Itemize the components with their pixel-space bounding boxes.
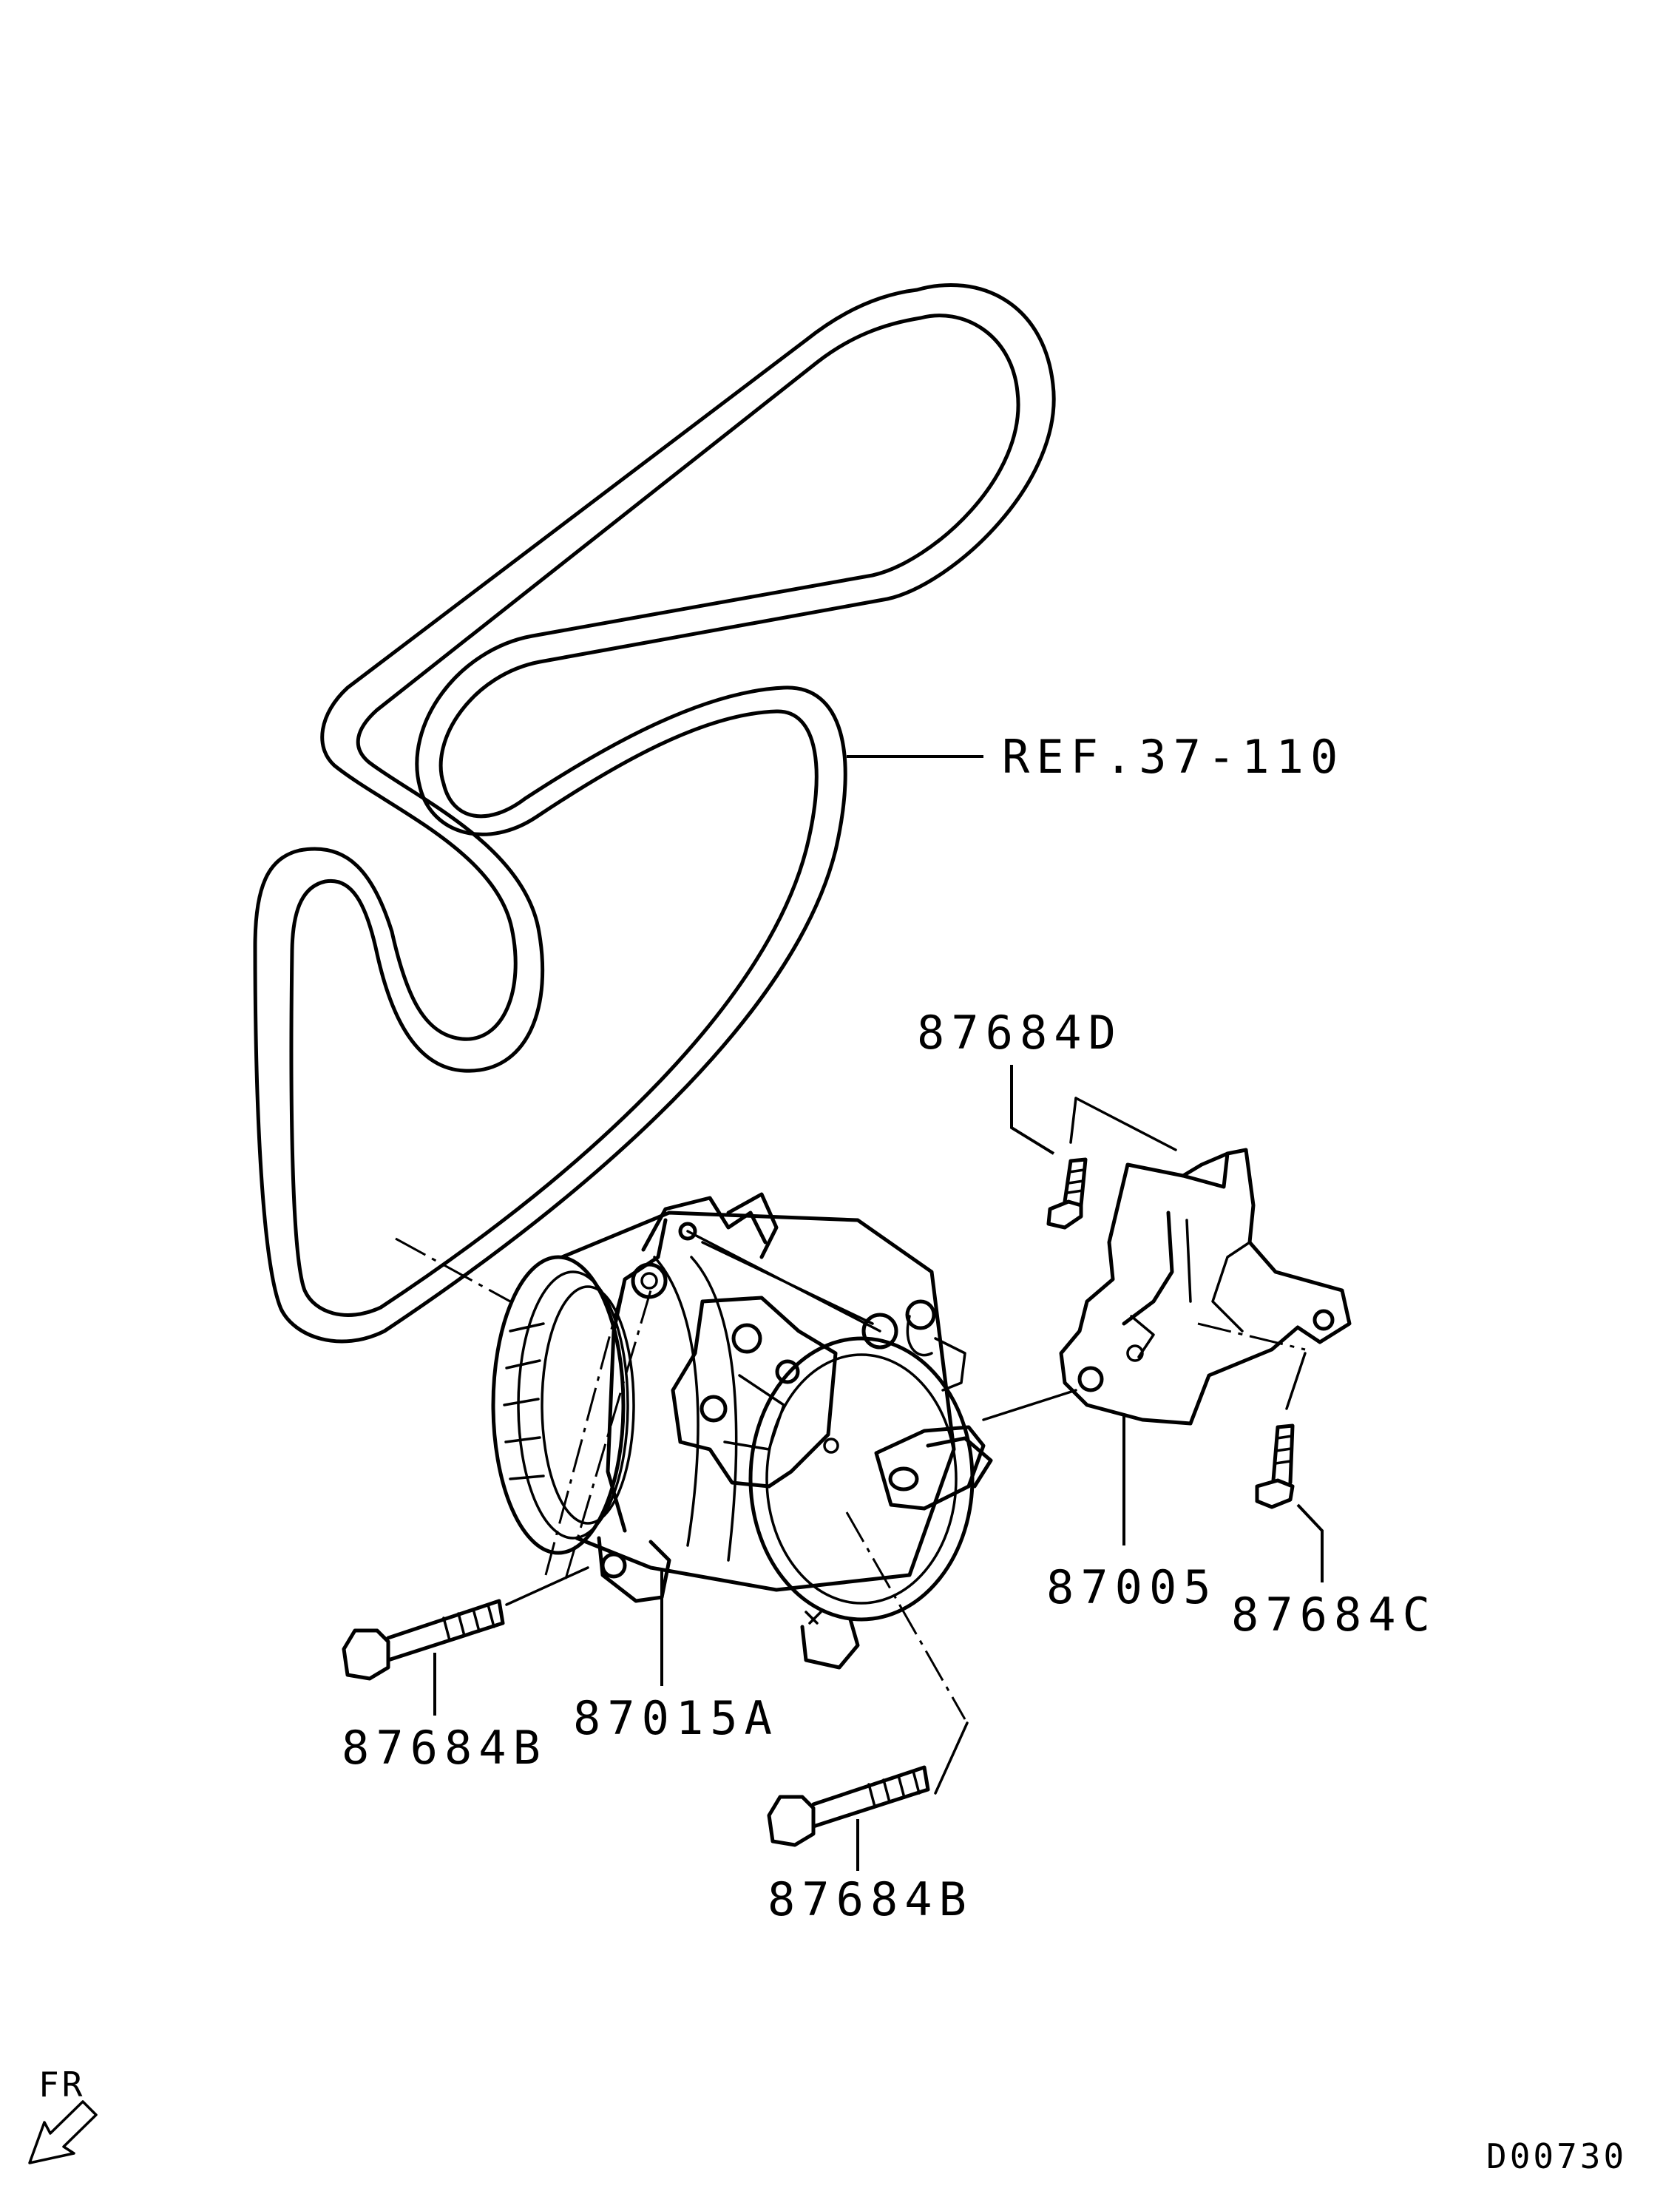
- label-87005: 87005: [1046, 1560, 1218, 1614]
- label-87015a: 87015A: [573, 1691, 779, 1745]
- ac-compressor: [491, 1192, 993, 1670]
- leader-87684c: [1296, 1503, 1324, 1582]
- leader-87684d: [1010, 1065, 1055, 1155]
- compressor-bracket: [1059, 1148, 1352, 1426]
- label-87684b-left: 87684B: [342, 1721, 547, 1775]
- drive-belt: [253, 283, 1056, 1344]
- front-arrow-icon: [28, 2100, 98, 2164]
- label-belt-ref: REF.37-110: [1002, 730, 1344, 784]
- bolt-87684b-bottom-icon: [767, 1765, 930, 1847]
- label-87684c: 87684C: [1231, 1588, 1437, 1642]
- drawing-code: D00730: [1486, 2136, 1627, 2176]
- label-87684d: 87684D: [917, 1006, 1122, 1060]
- bolt-87684d-icon: [1046, 1157, 1088, 1230]
- label-front: FR: [38, 2065, 85, 2105]
- assembly-lines: [395, 1097, 1307, 1795]
- bolt-87684c-icon: [1255, 1423, 1295, 1509]
- leader-lines: [433, 755, 1324, 1871]
- pulley-outer: [491, 1255, 626, 1555]
- label-87684b-bottom: 87684B: [768, 1872, 973, 1926]
- bolt-87684b-left-icon: [342, 1599, 505, 1681]
